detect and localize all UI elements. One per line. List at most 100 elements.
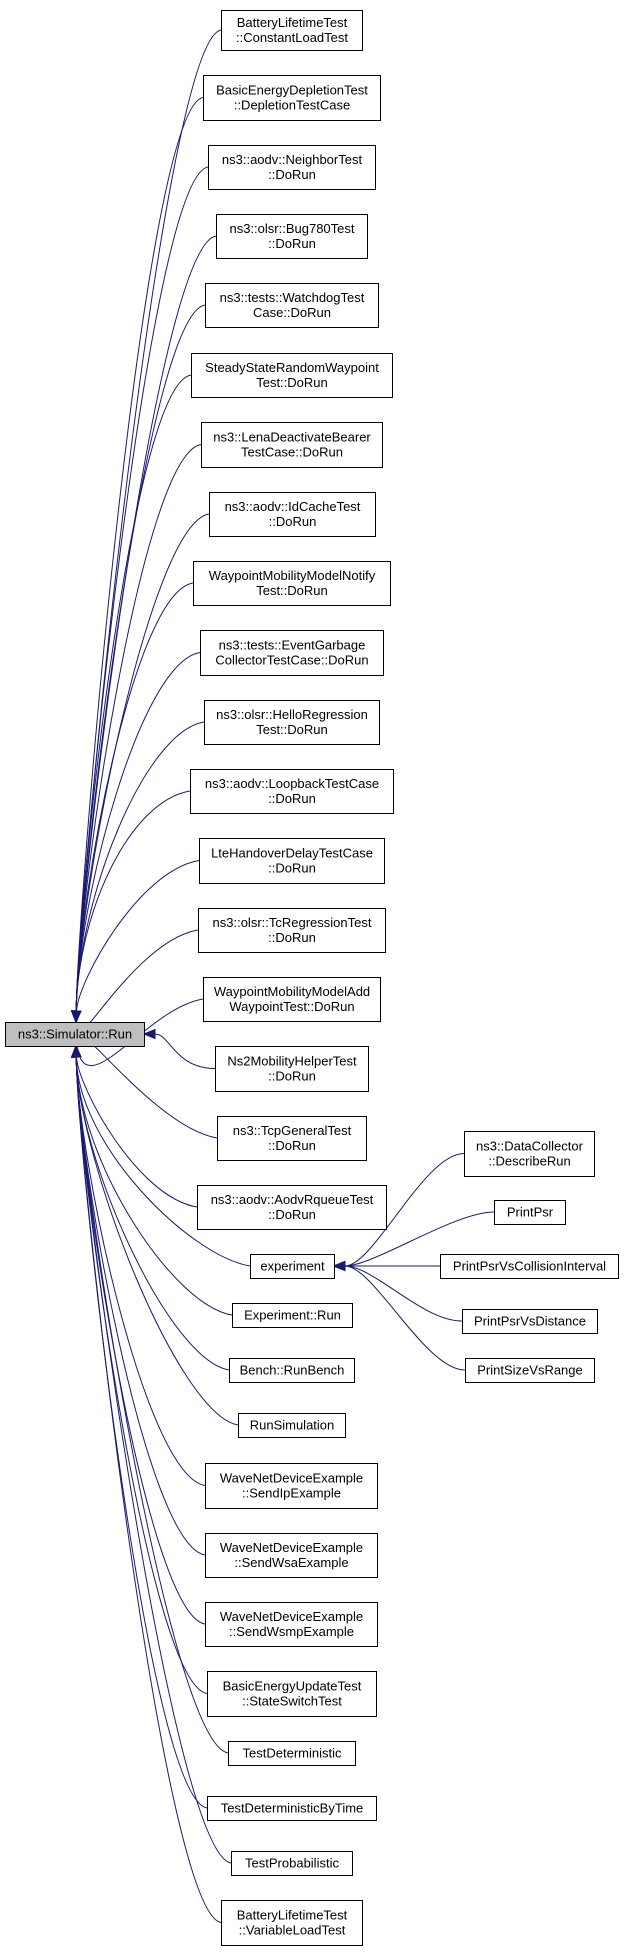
node-box [238,1413,346,1438]
node-label: ::DoRun [268,930,316,945]
node-battery-constant[interactable]: BatteryLifetimeTest::ConstantLoadTest [221,10,363,51]
node-event-garbage[interactable]: ns3::tests::EventGarbageCollectorTestCas… [200,630,384,676]
node-battery-variable[interactable]: BatteryLifetimeTest::VariableLoadTest [221,1900,363,1946]
node-label: PrintPsrVsDistance [474,1314,586,1329]
node-box [5,1022,145,1047]
node-label: ns3::olsr::TcRegressionTest [213,915,372,930]
node-label: RunSimulation [250,1418,335,1433]
node-waypoint-add[interactable]: WaypointMobilityModelAddWaypointTest::Do… [203,977,381,1022]
node-printpsr-distance[interactable]: PrintPsrVsDistance [462,1309,598,1334]
node-printsize-range[interactable]: PrintSizeVsRange [465,1358,595,1383]
node-label: TestDeterministicByTime [221,1801,364,1816]
node-bench-run[interactable]: Bench::RunBench [229,1358,355,1383]
edge-line [75,1056,206,1556]
node-label: BasicEnergyDepletionTest [216,83,368,98]
edge-aodv-neighbor-to-root [70,166,209,1024]
node-label: LteHandoverDelayTestCase [211,846,373,861]
node-test-deterministic[interactable]: TestDeterministic [228,1741,356,1766]
node-box [216,214,368,259]
node-ns2-mobility[interactable]: Ns2MobilityHelperTest::DoRun [215,1046,369,1092]
node-box [198,908,386,953]
node-label: ::DoRun [268,861,316,876]
edge-wave-wsmp-to-root [70,1044,206,1625]
node-label: SteadyStateRandomWaypoint [205,360,379,375]
node-label: Case::DoRun [253,305,331,320]
node-olsr-tc[interactable]: ns3::olsr::TcRegressionTest::DoRun [198,908,386,953]
edge-arrowhead [70,1044,82,1058]
node-label: ns3::tests::WatchdogTest [220,290,365,305]
node-label: ::StateSwitchTest [242,1694,342,1709]
edge-line [75,1056,233,1316]
node-box [217,1116,367,1161]
edge-arrowhead [332,1260,346,1272]
edge-arrowhead [71,1010,82,1024]
edge-line [75,1056,222,1923]
node-tcp-general[interactable]: ns3::TcpGeneralTest::DoRun [217,1116,367,1161]
node-lte-handover[interactable]: LteHandoverDelayTestCase::DoRun [199,838,385,884]
node-run-simulation[interactable]: RunSimulation [238,1413,346,1438]
node-label: ::DepletionTestCase [234,98,350,113]
node-label: ::VariableLoadTest [239,1923,346,1938]
node-box [465,1358,595,1383]
node-test-probabilistic[interactable]: TestProbabilistic [231,1851,353,1876]
node-label: Test::DoRun [256,375,328,390]
node-wave-wsa[interactable]: WaveNetDeviceExample::SendWsaExample [205,1533,378,1578]
node-olsr-bug780[interactable]: ns3::olsr::Bug780Test::DoRun [216,214,368,259]
edge-aodv-idcache-to-root [70,513,210,1024]
node-label: ns3::aodv::IdCacheTest [225,499,361,514]
edge-basic-depletion-to-root [70,97,204,1024]
node-root[interactable]: ns3::Simulator::Run [5,1022,145,1047]
node-experiment[interactable]: experiment [250,1254,335,1279]
node-printpsr-collision[interactable]: PrintPsrVsCollisionInterval [440,1254,619,1279]
node-basic-update[interactable]: BasicEnergyUpdateTest::StateSwitchTest [207,1671,377,1717]
node-datacollector[interactable]: ns3::DataCollector::DescribeRun [464,1131,595,1177]
node-label: Experiment::Run [244,1308,341,1323]
node-label: ::SendIpExample [242,1486,341,1501]
node-label: ::DoRun [268,1138,316,1153]
node-box [193,561,391,606]
node-label: ns3::olsr::Bug780Test [229,221,354,236]
node-box [191,353,393,398]
node-label: PrintPsrVsCollisionInterval [453,1259,606,1274]
node-wave-wsmp[interactable]: WaveNetDeviceExample::SendWsmpExample [205,1602,378,1647]
edge-printsize-range-to-experiment [332,1260,466,1371]
edge-line [75,582,194,1012]
node-label: PrintSizeVsRange [477,1363,583,1378]
node-printpsr[interactable]: PrintPsr [494,1200,566,1225]
node-wave-ip[interactable]: WaveNetDeviceExample::SendIpExample [205,1463,378,1509]
node-box [200,630,384,676]
node-label: WaveNetDeviceExample [220,1609,363,1624]
edge-arrowhead [142,1028,156,1040]
node-label: TestCase::DoRun [241,445,343,460]
edge-basic-update-to-root [70,1044,208,1694]
node-box [221,10,363,51]
node-label: TestDeterministic [243,1746,342,1761]
node-box [229,1358,355,1383]
node-label: ns3::Simulator::Run [18,1027,132,1042]
node-box [228,1741,356,1766]
node-aodv-neighbor[interactable]: ns3::aodv::NeighborTest::DoRun [208,145,376,190]
node-box [221,1900,363,1946]
node-label: WaypointTest::DoRun [229,999,354,1014]
edges-layer [70,29,495,1923]
edge-line [75,790,191,1012]
node-aodv-loopback[interactable]: ns3::aodv::LoopbackTestCase::DoRun [190,769,394,814]
node-aodv-rqueue[interactable]: ns3::aodv::AodvRqueueTest::DoRun [197,1185,387,1230]
edge-line [344,1265,463,1322]
node-aodv-idcache[interactable]: ns3::aodv::IdCacheTest::DoRun [209,492,376,537]
edge-line [75,1056,232,1864]
edge-line [75,1056,208,1694]
edge-ns2-mobility-to-root [142,1028,216,1069]
node-box [209,492,376,537]
edge-line [75,652,201,1012]
node-test-det-time[interactable]: TestDeterministicByTime [207,1796,377,1821]
node-basic-depletion[interactable]: BasicEnergyDepletionTest::DepletionTestC… [203,75,381,121]
node-label: ns3::LenaDeactivateBearer [213,430,371,445]
node-label: Ns2MobilityHelperTest [227,1054,357,1069]
node-experiment-run[interactable]: Experiment::Run [232,1303,353,1328]
